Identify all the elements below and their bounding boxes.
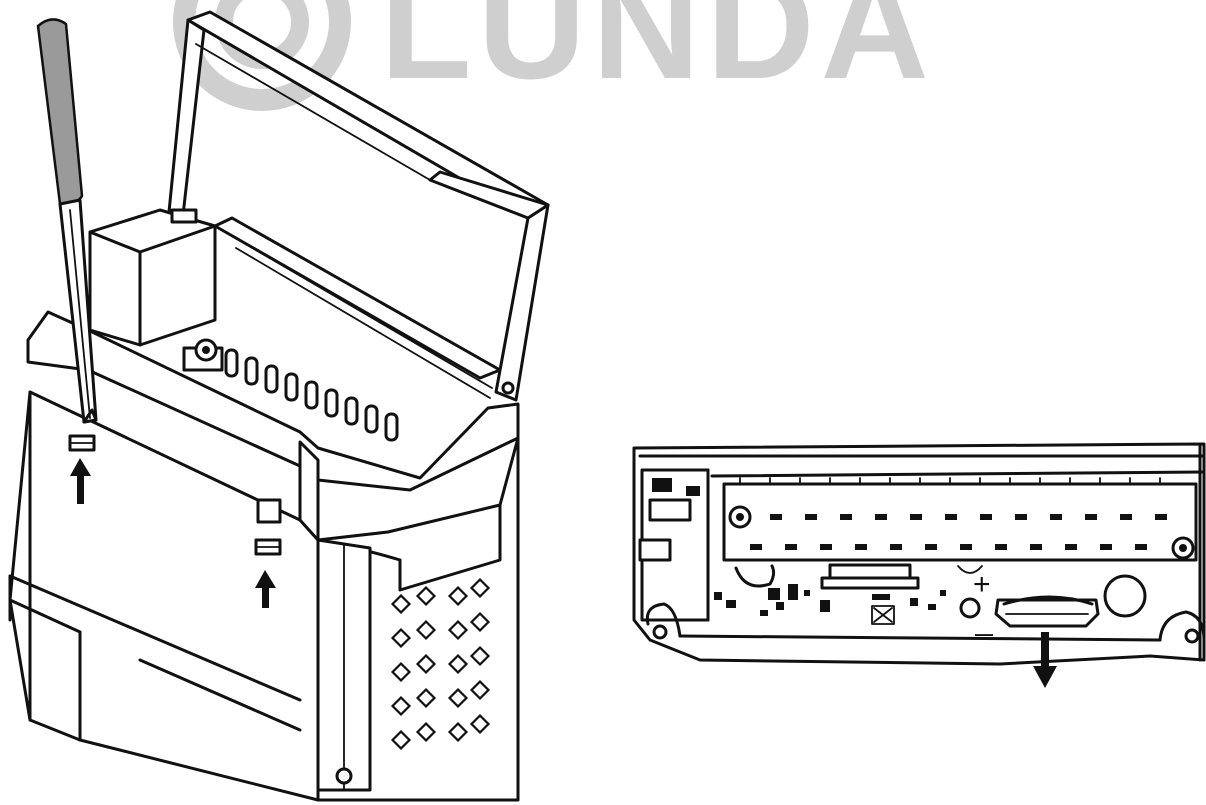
watermark-ring	[173, 0, 351, 111]
minus-mark: —	[975, 624, 993, 644]
housing-body	[8, 310, 520, 802]
up-arrow-icon	[70, 458, 91, 504]
left-connector	[638, 468, 710, 622]
latch-slots	[68, 434, 282, 556]
hinged-cover	[166, 10, 550, 402]
up-arrow-icon	[255, 570, 276, 608]
down-arrow-icon	[1033, 632, 1057, 688]
terminal-slot-row	[224, 348, 399, 442]
terminal-header	[722, 477, 1198, 562]
frame-clips	[645, 444, 1206, 662]
right-figure-pcb-view: + —	[632, 442, 1206, 688]
screwdriver-icon	[36, 18, 98, 424]
watermark-text: LUNDA	[380, 0, 935, 110]
watermark-logo: LUNDA	[173, 0, 935, 111]
pcb-components	[714, 563, 1147, 625]
left-figure-housing-open	[8, 10, 550, 802]
ventilation-grid	[390, 577, 491, 751]
plus-mark: +	[973, 568, 991, 601]
buzzer-icon	[1103, 574, 1147, 618]
battery-holder	[994, 595, 1100, 628]
